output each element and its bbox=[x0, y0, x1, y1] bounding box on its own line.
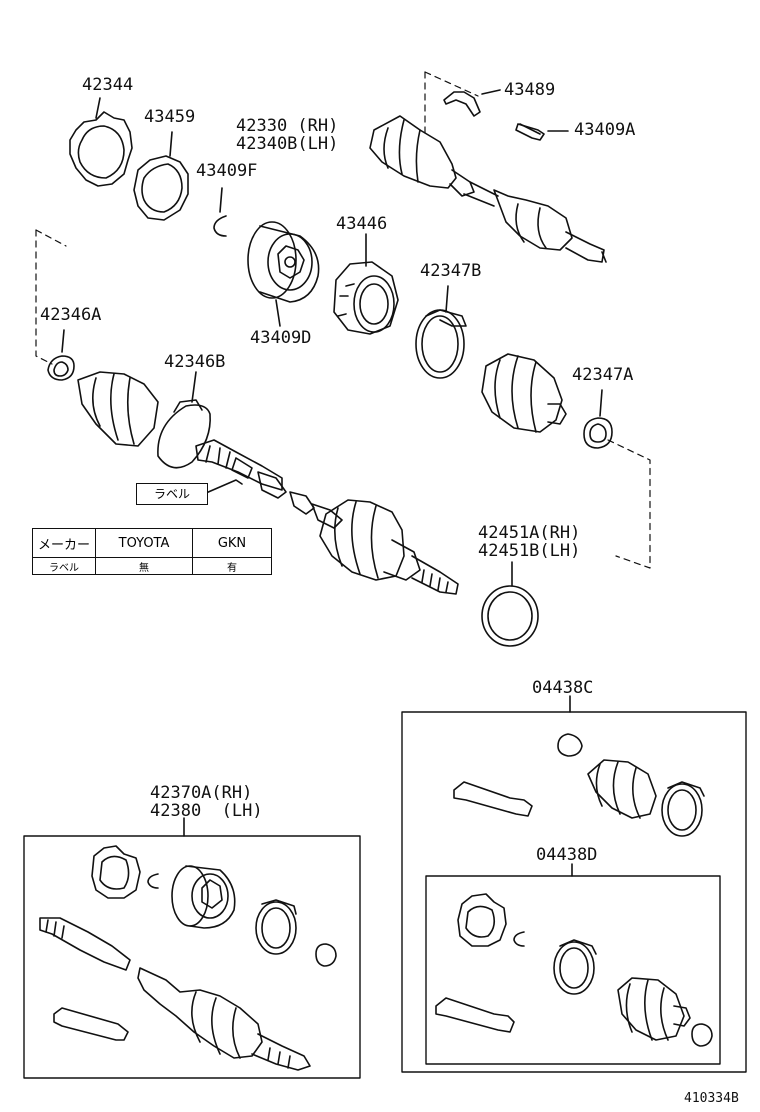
assembly-dashed-outline bbox=[35, 71, 651, 569]
part-43446-bearing bbox=[333, 233, 399, 335]
part-42347A-clamp bbox=[583, 389, 613, 449]
label-tag-pointer bbox=[205, 479, 243, 494]
table-cell-maker-header: メーカー bbox=[32, 528, 96, 558]
part-42451A-ring bbox=[481, 561, 539, 647]
part-42347B-clamp bbox=[415, 285, 467, 379]
label-42347A: 42347A bbox=[572, 365, 634, 385]
kit-04438C-box bbox=[401, 711, 747, 1073]
label-43409F: 43409F bbox=[196, 161, 258, 181]
figure-id: 410334B bbox=[684, 1091, 739, 1106]
part-42330-shaft-assembly bbox=[369, 115, 607, 263]
label-42344: 42344 bbox=[82, 75, 134, 95]
kit-04438C-parts bbox=[453, 733, 705, 837]
kit-42370A-box bbox=[23, 835, 361, 1079]
table-row: ラベル 無 有 bbox=[32, 557, 272, 575]
label-43409A: 43409A bbox=[574, 120, 636, 140]
label-04438C: 04438C bbox=[532, 678, 594, 698]
boot-right bbox=[481, 353, 567, 433]
table-cell-label-header: ラベル bbox=[32, 557, 96, 575]
main-drive-shaft bbox=[195, 439, 343, 529]
label-42346A: 42346A bbox=[40, 305, 102, 325]
label-tag: ラベル bbox=[136, 483, 208, 505]
part-43409A-bolt bbox=[515, 123, 569, 141]
label-42380-lh: 42380 (LH) bbox=[150, 801, 263, 821]
label-42346B: 42346B bbox=[164, 352, 226, 372]
label-42370A-rh: 42370A(RH) bbox=[150, 783, 253, 803]
part-42346A-clamp bbox=[47, 329, 75, 381]
label-43459: 43459 bbox=[144, 107, 196, 127]
table-cell-gkn-label: 有 bbox=[192, 557, 272, 575]
label-43446: 43446 bbox=[336, 214, 388, 234]
part-43409F-snap-ring bbox=[213, 187, 227, 237]
label-43409D: 43409D bbox=[250, 328, 312, 348]
boot-left bbox=[77, 371, 159, 447]
kit-04438D-parts bbox=[435, 893, 713, 1047]
part-42346B-clamp bbox=[157, 371, 211, 469]
table-cell-gkn: GKN bbox=[192, 528, 272, 558]
label-43489: 43489 bbox=[504, 80, 556, 100]
label-42451B-lh: 42451B(LH) bbox=[478, 541, 581, 561]
kit-42370A-parts bbox=[39, 845, 337, 1071]
table-cell-toyota-label: 無 bbox=[95, 557, 193, 575]
part-43489-clip bbox=[443, 89, 501, 117]
label-04438D: 04438D bbox=[536, 845, 598, 865]
label-42330-rh: 42330 (RH) bbox=[236, 116, 339, 136]
label-42340B-lh: 42340B(LH) bbox=[236, 134, 339, 154]
table-row: メーカー TOYOTA GKN bbox=[32, 528, 272, 558]
label-42347B: 42347B bbox=[420, 261, 482, 281]
maker-label-table: メーカー TOYOTA GKN ラベル 無 有 bbox=[32, 528, 272, 575]
table-cell-toyota: TOYOTA bbox=[95, 528, 193, 558]
part-43459-ring bbox=[133, 131, 189, 221]
part-42344-ring bbox=[69, 97, 133, 187]
kit-04438D-box bbox=[425, 875, 721, 1065]
part-43409D-joint bbox=[247, 221, 320, 327]
outer-boot-joint bbox=[319, 499, 459, 595]
label-42451A-rh: 42451A(RH) bbox=[478, 523, 581, 543]
